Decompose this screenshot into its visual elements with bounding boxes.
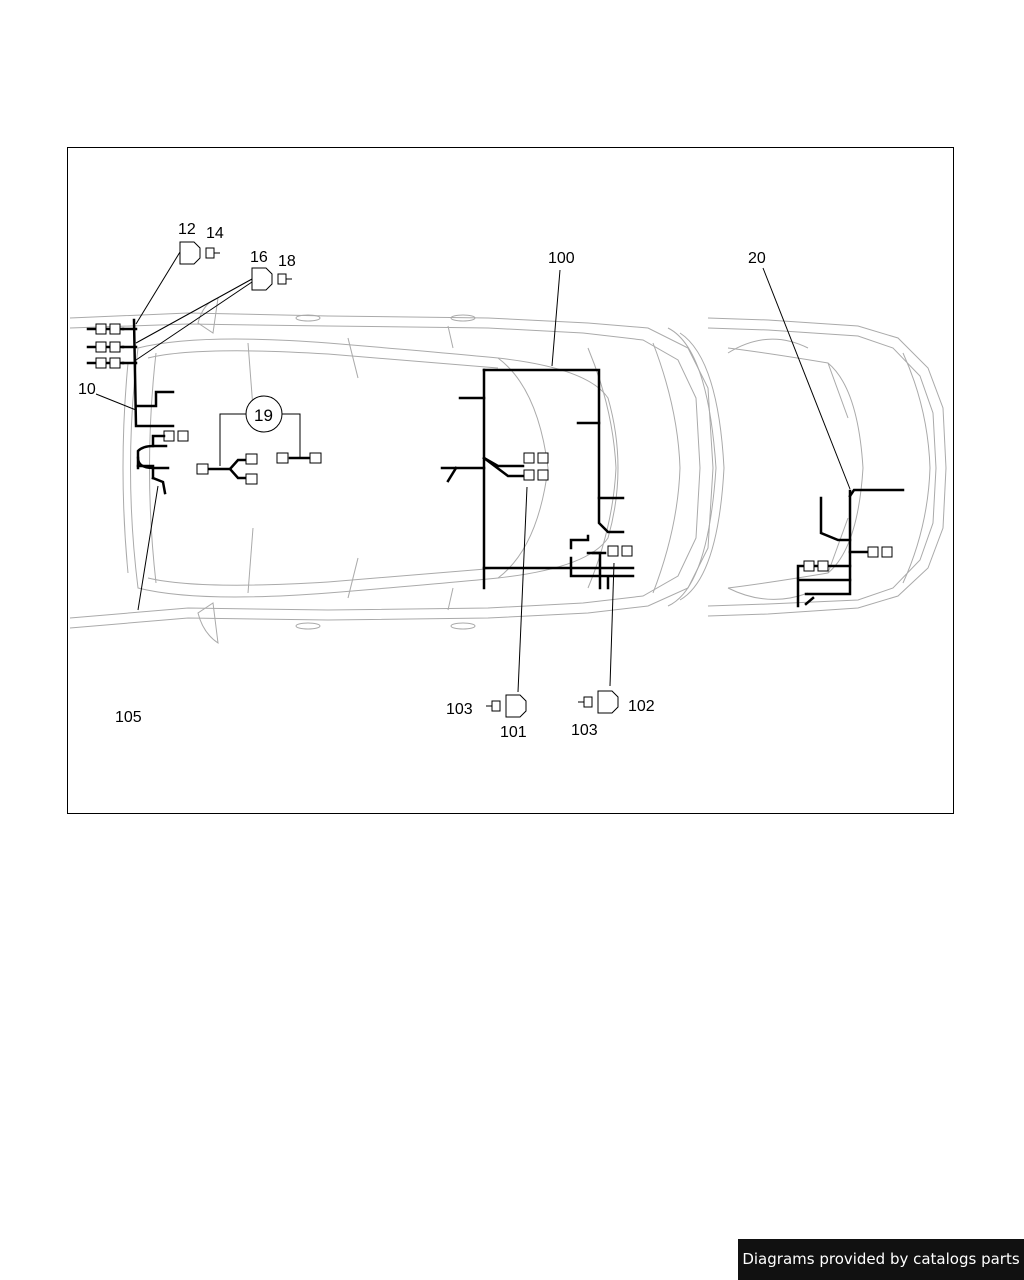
callout-19: 19 xyxy=(254,406,273,425)
callout-12: 12 xyxy=(178,221,196,238)
leader-lines xyxy=(95,251,851,693)
harness-20 xyxy=(796,488,905,608)
harness-10-connectors xyxy=(95,323,121,369)
harness-105 xyxy=(136,430,189,495)
callout-100: 100 xyxy=(548,250,575,267)
callout-10: 10 xyxy=(78,381,96,398)
callout-102: 102 xyxy=(628,698,655,715)
wiring-diagram: 12 14 16 18 10 19 105 100 20 103 101 102… xyxy=(69,221,947,741)
harness-19 xyxy=(196,395,322,485)
harness-10 xyxy=(86,318,175,428)
callout-20: 20 xyxy=(748,250,766,267)
callout-101: 101 xyxy=(500,724,527,741)
callout-103-right: 103 xyxy=(571,722,598,739)
callout-14: 14 xyxy=(206,225,224,242)
wiring-diagram-frame: 12 14 16 18 10 19 105 100 20 103 101 102… xyxy=(67,147,954,814)
harness-100 xyxy=(440,368,635,590)
callout-18: 18 xyxy=(278,253,296,270)
callout-103-left: 103 xyxy=(446,701,473,718)
car-body-outline xyxy=(69,297,725,645)
callout-16: 16 xyxy=(250,249,268,266)
credit-badge: Diagrams provided by catalogs parts xyxy=(738,1239,1024,1280)
front-end-outline xyxy=(707,317,947,617)
callout-105: 105 xyxy=(115,709,142,726)
connectors-101-103 xyxy=(486,694,527,718)
connectors-12-14 xyxy=(179,241,220,265)
connectors-102-103 xyxy=(578,690,619,714)
connectors-16-18 xyxy=(251,267,292,291)
